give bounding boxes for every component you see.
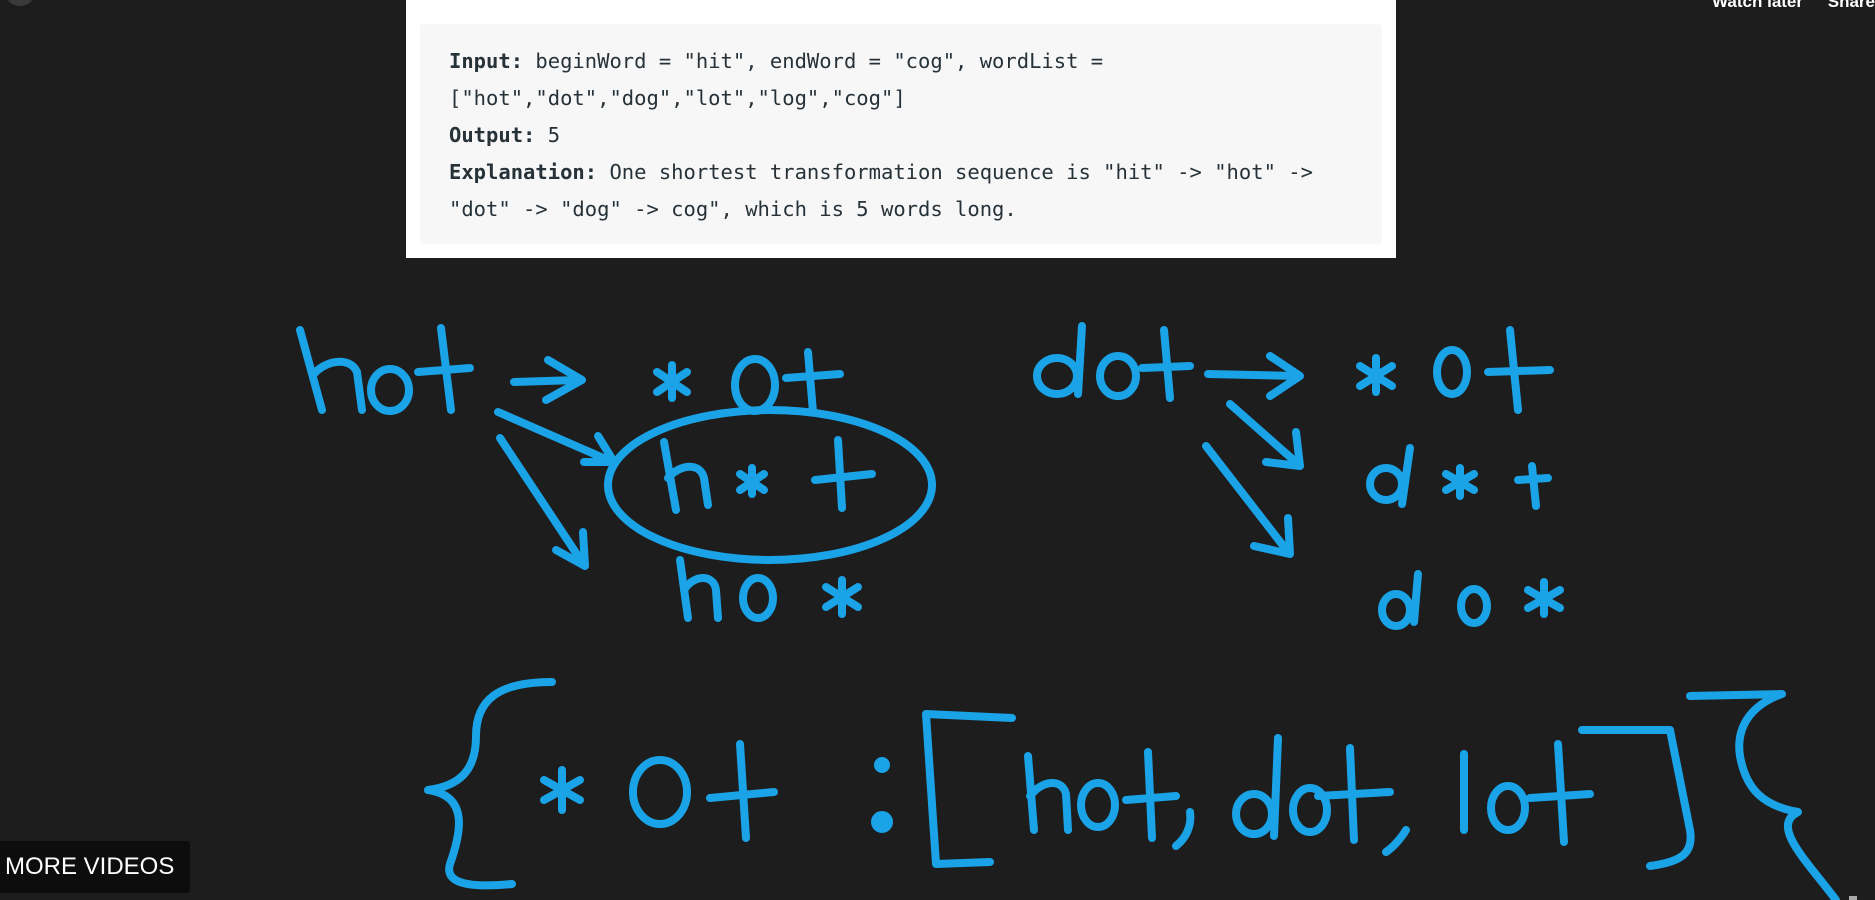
channel-avatar[interactable] — [6, 0, 34, 6]
pattern-d-star-t — [1366, 444, 1552, 510]
pattern-h-star-t-circled — [604, 406, 936, 564]
arrow-right-icon — [510, 356, 586, 404]
word-dot — [1033, 322, 1194, 402]
arrow-down-icon — [496, 434, 589, 570]
input-label: Input: — [449, 49, 524, 73]
example-code-block — [420, 24, 1382, 244]
map-value-lot — [1460, 740, 1594, 846]
player-top-actions: Watch later Share — [1692, 0, 1875, 12]
map-key-star-ot — [540, 740, 778, 842]
open-bracket — [922, 710, 1016, 868]
watch-later-button[interactable]: Watch later — [1712, 0, 1804, 11]
close-brace — [1686, 690, 1840, 900]
share-button[interactable]: Share — [1827, 0, 1875, 11]
explanation-line-2: "dot" -> "dog" -> cog", which is 5 words… — [449, 197, 1017, 221]
map-colon — [871, 757, 893, 833]
output-line: Output: 5 — [449, 117, 1349, 154]
output-value: 5 — [547, 123, 561, 147]
input-value: beginWord = "hit", endWord = "cog", word… — [535, 49, 1104, 73]
explanation-label: Explanation: — [449, 160, 598, 184]
close-bracket — [1578, 726, 1695, 870]
output-label: Output: — [449, 123, 536, 147]
pattern-do-star — [1378, 570, 1564, 630]
map-value-dot — [1232, 734, 1410, 856]
progress-indicator — [1849, 896, 1857, 900]
input-line-1: Input: beginWord = "hit", endWord = "cog… — [449, 43, 1349, 80]
pattern-star-ot-left — [653, 348, 844, 416]
more-videos-button[interactable]: MORE VIDEOS — [0, 841, 191, 893]
map-value-hot — [1024, 748, 1195, 850]
problem-example-card — [406, 0, 1396, 258]
example-text: Input: beginWord = "hit", endWord = "cog… — [449, 43, 1349, 228]
word-hot — [296, 324, 474, 415]
arrow-down-right-icon — [1226, 400, 1304, 470]
open-brace — [424, 678, 556, 890]
pattern-star-ot-right — [1356, 326, 1554, 414]
explanation-line-1: Explanation: One shortest transformation… — [449, 154, 1349, 191]
explanation-text: One shortest transformation sequence is … — [609, 160, 1313, 184]
pattern-ho-star — [676, 556, 862, 622]
input-line-2: ["hot","dot","dog","lot","log","cog"] — [449, 86, 906, 110]
arrow-down-icon — [1202, 442, 1294, 558]
arrow-right-icon — [1204, 352, 1304, 400]
